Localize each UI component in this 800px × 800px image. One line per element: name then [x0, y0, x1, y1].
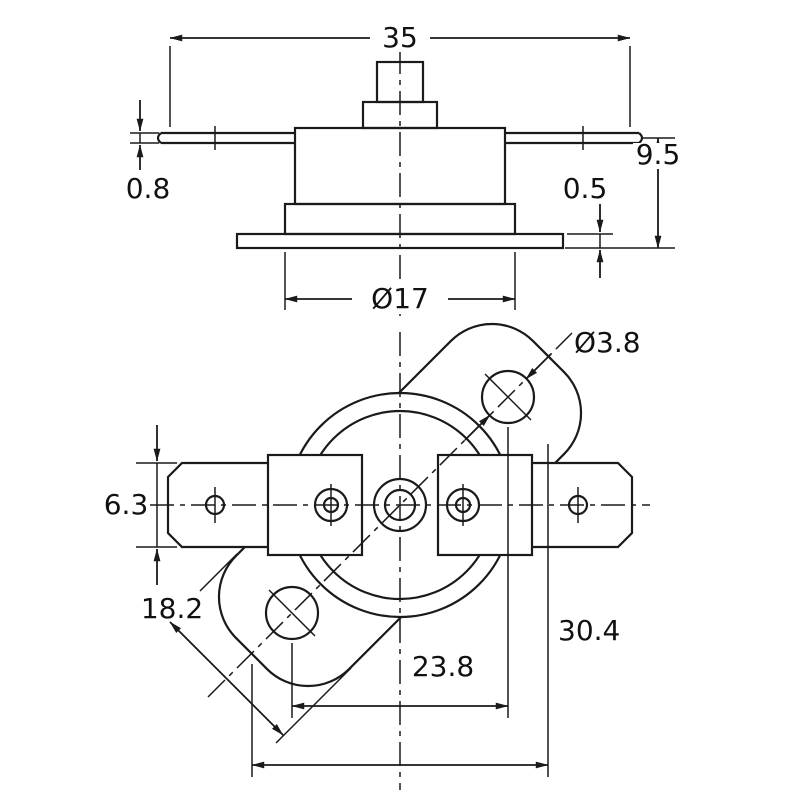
- dim-plate-thickness: 0.5: [563, 172, 613, 278]
- mounting-plate-outline: [235, 232, 565, 250]
- dim-terminal-thickness: 0.8: [126, 100, 171, 205]
- dim-mounting-hole-diameter: Ø3.8: [464, 326, 641, 441]
- terminal-left-tip: [156, 132, 162, 144]
- dim-overall-height: 9.5: [565, 137, 683, 249]
- side-view: 35 0.8 0.5 9.5: [126, 21, 683, 316]
- dim-terminal-thickness-label: 0.8: [126, 172, 171, 205]
- dim-mounting-hole-diameter-label: Ø3.8: [574, 326, 641, 359]
- dim-body-diameter: Ø17: [284, 252, 516, 315]
- dim-overall-width: 35: [169, 21, 631, 127]
- dim-flange-length: 30.4: [251, 444, 620, 777]
- hole-mark-bottom-left: [268, 589, 316, 637]
- terminal-left-side: [156, 126, 295, 150]
- dim-hole-spacing: 23.8: [291, 427, 509, 718]
- dim-overall-width-label: 35: [382, 21, 418, 54]
- dim-flange-length-label: 30.4: [558, 614, 620, 647]
- dim-terminal-width: 6.3: [104, 425, 177, 585]
- dim-terminal-width-label: 6.3: [104, 488, 149, 521]
- dim-flange-width-label: 18.2: [141, 592, 203, 625]
- dim-hole-spacing-label: 23.8: [412, 650, 474, 683]
- dim-overall-height-label: 9.5: [636, 138, 681, 171]
- terminal-right-side: [505, 126, 644, 150]
- dim-body-diameter-label: Ø17: [371, 282, 429, 315]
- dim-plate-thickness-label: 0.5: [563, 172, 608, 205]
- hole-mark-top-right: [484, 373, 532, 421]
- plan-view: 6.3 Ø3.8 18.2 23.8 30.4: [104, 322, 650, 790]
